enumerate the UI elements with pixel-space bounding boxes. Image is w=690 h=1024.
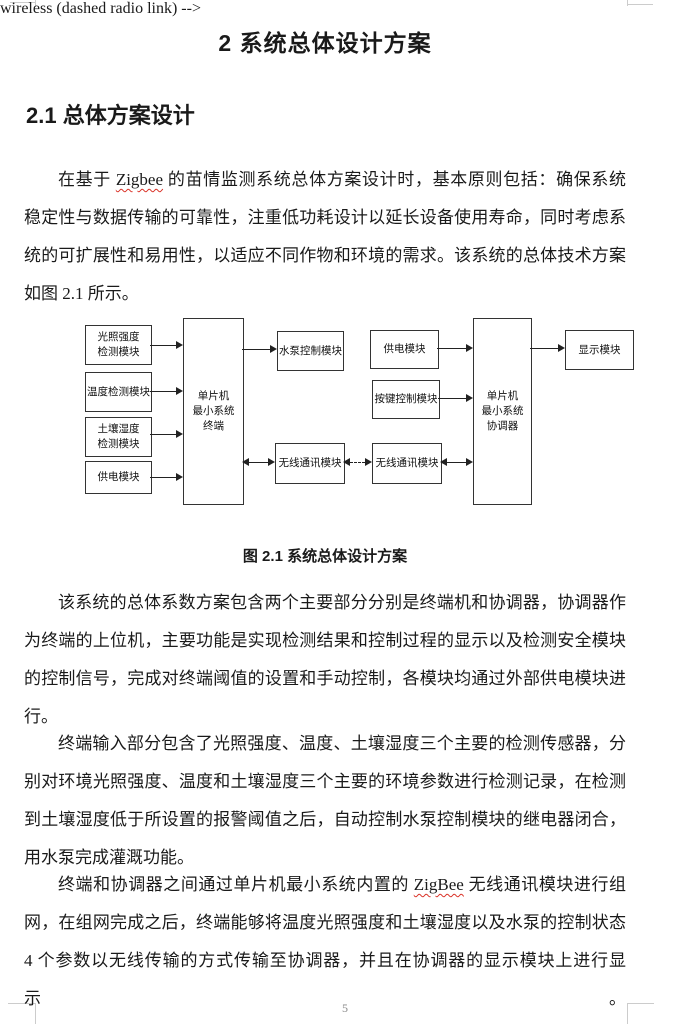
arrow-key-to-coordinator [438,398,466,399]
paragraph-line: 网，在组网完成之后，终端能够将温度光照强度和土壤湿度以及水泵的控制状态 [24,913,626,932]
crop-mark-top-right [627,0,628,6]
arrowhead-icon [440,458,447,466]
arrowhead-icon [466,344,473,352]
page-number: 5 [342,1001,348,1015]
arrow-temp-to-terminal [150,391,176,392]
paragraph-text: 终端和协调器之间通过单片机最小系统内置的 [58,875,414,894]
paragraph-line: 在基于 Zigbee 的苗情监测系统总体方案设计时，基本原则包括：确保系统 [24,161,626,199]
arrow-power-to-terminal [150,477,176,478]
arrow-terminal-wireless [249,462,268,463]
arrow-soil-to-terminal [150,434,176,435]
diagram-box-pump-control: 水泵控制模块 [277,331,344,371]
paragraph-line: 统的可扩展性和易用性，以适应不同作物和环境的需求。该系统的总体技术方案 [24,246,626,265]
diagram-box-soil-sensor: 土壤湿度 检测模块 [85,417,152,457]
paragraph-line: 用水泵完成灌溉功能。 [24,848,194,867]
paragraph-1: 在基于 Zigbee 的苗情监测系统总体方案设计时，基本原则包括：确保系统 稳定… [24,161,626,313]
paragraph-line: 终端输入部分包含了光照强度、温度、土壤湿度三个主要的检测传感器，分 [58,734,626,753]
arrow-terminal-to-pump [242,349,270,350]
paragraph-text: 无线通讯模块进行组 [463,875,627,894]
diagram-box-light-sensor: 光照强度 检测模块 [85,325,152,365]
arrowhead-icon [558,344,565,352]
arrowhead-icon [466,458,473,466]
crop-mark-bottom-right [627,1003,628,1024]
arrowhead-icon [270,345,277,353]
diagram-box-display-module: 显示模块 [565,330,634,370]
diagram-box-power-coordinator: 供电模块 [370,330,439,369]
arrowhead-icon [176,387,183,395]
crop-mark-top-left [10,2,35,3]
arrowhead-icon [343,458,350,466]
arrowhead-icon [466,394,473,402]
diagram-box-key-control: 按键控制模块 [372,380,440,419]
diagram-box-wireless-terminal: 无线通讯模块 [275,443,345,484]
paragraph-text: 的苗情监测系统总体方案设计时，基本原则包括：确保系统 [163,170,627,189]
diagram-box-wireless-coordinator: 无线通讯模块 [372,443,442,484]
paragraph-line: 协调器的输入部分除了无线通讯模块之外，还包括按键控制模块，该模块能够向 [24,1018,626,1024]
arrowhead-icon [268,458,275,466]
paragraph-line: 为终端的上位机，主要功能是实现检测结果和控制过程的显示以及检测安全模块 [24,631,626,650]
arrow-radio-link-dashed [350,462,365,463]
chapter-title: 2 系统总体设计方案 [218,30,432,56]
crop-mark-top-left [35,0,36,7]
arrow-wireless-coordinator [447,462,466,463]
paragraph-line: 别对环境光照强度、温度和土壤湿度三个主要的环境参数进行检测记录，在检测 [24,772,626,791]
spellcheck-word: Zigbee [115,170,164,189]
paragraph-line: 如图 2.1 所示。 [24,284,139,303]
crop-mark-bottom-left [8,1003,35,1004]
paragraph-3: 终端输入部分包含了光照强度、温度、土壤湿度三个主要的检测传感器，分 别对环境光照… [24,725,626,877]
spellcheck-word: ZigBee [413,875,464,894]
arrowhead-icon [242,458,249,466]
arrow-coordinator-to-display [530,348,558,349]
arrowhead-icon [176,341,183,349]
diagram-box-coordinator-mcu: 单片机 最小系统 协调器 [473,318,532,505]
paragraph-text: 在基于 [58,170,116,189]
arrowhead-icon [365,458,372,466]
diagram-box-temp-sensor: 温度检测模块 [85,372,152,412]
paragraph-line: 4 个参数以无线传输的方式传输至协调器，并且在协调器的显示模块上进行显示。 [24,951,626,1008]
paragraph-line: 的控制信号，完成对终端阈值的设置和手动控制，各模块均通过外部供电模块进 [24,669,626,688]
arrowhead-icon [176,473,183,481]
crop-mark-bottom-left [35,1003,36,1024]
diagram-box-power-terminal: 供电模块 [85,461,152,494]
paragraph-2: 该系统的总体系数方案包含两个主要部分分别是终端机和协调器，协调器作 为终端的上位… [24,584,626,736]
paragraph-line: 到土壤湿度低于所设置的报警阈值之后，自动控制水泵控制模块的继电器闭合， [24,810,626,829]
arrow-power-to-coordinator [437,348,466,349]
paragraph-4: 终端和协调器之间通过单片机最小系统内置的 ZigBee 无线通讯模块进行组 网，… [24,866,626,1024]
paragraph-line: 终端和协调器之间通过单片机最小系统内置的 ZigBee 无线通讯模块进行组 [24,866,626,904]
diagram-box-terminal-mcu: 单片机 最小系统 终端 [183,318,244,505]
figure-caption: 图 2.1 系统总体设计方案 [242,548,408,565]
section-heading: 2.1 总体方案设计 [26,103,195,128]
crop-mark-bottom-right [627,1003,654,1004]
arrowhead-icon [176,430,183,438]
arrow-light-to-terminal [150,345,176,346]
paragraph-line: 稳定性与数据传输的可靠性，注重低功耗设计以延长设备使用寿命，同时考虑系 [24,208,626,227]
paragraph-line: 行。 [24,707,58,726]
crop-mark-top-right [627,4,653,5]
paragraph-line: 该系统的总体系数方案包含两个主要部分分别是终端机和协调器，协调器作 [58,593,626,612]
